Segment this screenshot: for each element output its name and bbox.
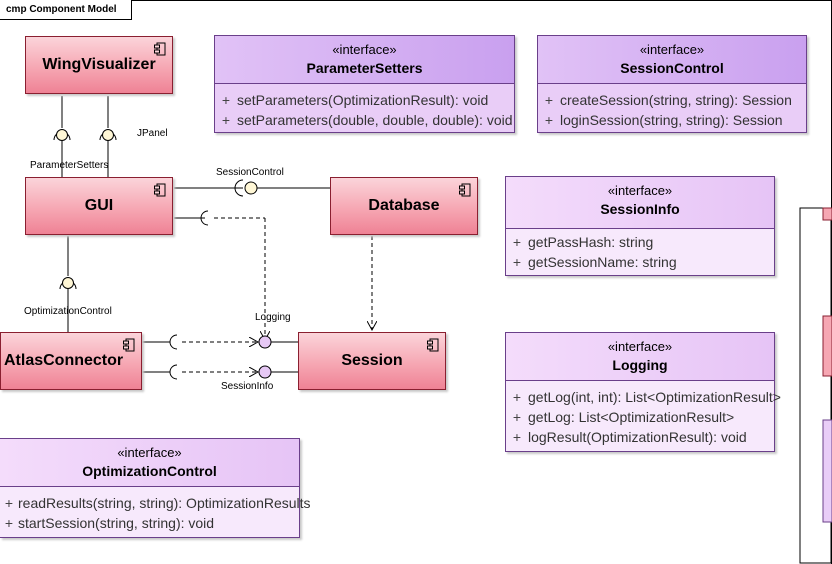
sessioninfo-connector [142,364,298,380]
sessioninfo-interface[interactable]: «interface» SessionInfo +getPassHash: st… [505,176,775,276]
operation: +setParameters(OptimizationResult): void [221,92,489,108]
stereotype: «interface» [117,445,182,460]
interface-name: OptimizationControl [82,463,217,479]
stereotype: «interface» [607,339,673,354]
logging-connector [142,334,298,350]
operation: +setParameters(double, double, double): … [221,112,513,128]
parametersetters-interface[interactable]: «interface» ParameterSetters +setParamet… [214,35,515,133]
jpanel-label: JPanel [137,128,168,139]
operation: +getLog(int, int): List<OptimizationResu… [512,389,781,405]
logging-interface[interactable]: «interface» Logging +getLog(int, int): L… [505,332,781,452]
operation: +startSession(string, string): void [4,515,215,531]
interface-name: Logging [612,357,668,373]
interface-header: «interface» SessionInfo [506,177,774,229]
gui-label: GUI [84,197,114,214]
clipped-component-top [822,207,832,221]
parametersetters-label: ParameterSetters [30,160,109,171]
parametersetters-connector [53,96,71,177]
component-icon [459,183,471,197]
interface-name: SessionInfo [600,201,680,217]
sessioninfo-label: SessionInfo [221,381,274,392]
jpanel-connector [99,96,117,177]
clipped-interface [822,419,832,523]
interface-name: ParameterSetters [306,60,423,76]
operation: +logResult(OptimizationResult): void [512,429,747,445]
interface-header: «interface» Logging [506,333,774,381]
interface-name: SessionControl [620,60,724,76]
optimizationcontrol-interface[interactable]: «interface» OptimizationControl +readRes… [0,438,311,538]
session-label: Session [341,352,403,369]
operations-list: +getLog(int, int): List<OptimizationResu… [506,381,781,447]
stereotype: «interface» [607,183,673,198]
operation: +createSession(string, string): Session [544,92,792,108]
logging-label: Logging [255,312,291,323]
operation: +readResults(string, string): Optimizati… [4,495,311,511]
database-component[interactable]: Database [330,177,478,235]
wingvisualizer-label: WingVisualizer [42,56,156,73]
operation: +getSessionName: string [512,254,677,270]
frame-title: cmp Component Model [0,0,132,20]
operations-list: +createSession(string, string): Session … [538,84,806,130]
stereotype: «interface» [639,42,705,57]
session-component[interactable]: Session [298,332,446,390]
interface-header: «interface» ParameterSetters [215,36,514,84]
database-label: Database [368,197,440,214]
sessioncontrol-label: SessionControl [216,167,284,178]
operation: +loginSession(string, string): Session [544,112,783,128]
gui-session-connector [174,210,265,340]
wingvisualizer-component[interactable]: WingVisualizer [25,36,173,94]
operation: +getLog: List<OptimizationResult> [512,409,735,425]
sessioncontrol-interface[interactable]: «interface» SessionControl +createSessio… [537,35,807,133]
optimizationcontrol-connector [59,236,77,332]
component-icon [123,338,135,352]
gui-component[interactable]: GUI [25,177,173,235]
operations-list: +getPassHash: string +getSessionName: st… [506,229,774,272]
optimizationcontrol-label: OptimizationControl [24,306,112,317]
component-icon [154,183,166,197]
interface-header: «interface» OptimizationControl [0,439,299,487]
sessioncontrol-connector [174,179,330,197]
stereotype: «interface» [332,42,397,57]
operations-list: +setParameters(OptimizationResult): void… [215,84,514,130]
atlasconnector-component[interactable]: AtlasConnector [0,332,142,390]
clipped-component-mid [822,315,832,377]
interface-header: «interface» SessionControl [538,36,806,84]
component-icon [154,42,166,56]
atlasconnector-label: AtlasConnector [4,352,124,369]
component-icon [427,338,439,352]
operations-list: +readResults(string, string): Optimizati… [0,487,311,533]
operation: +getPassHash: string [512,234,654,250]
